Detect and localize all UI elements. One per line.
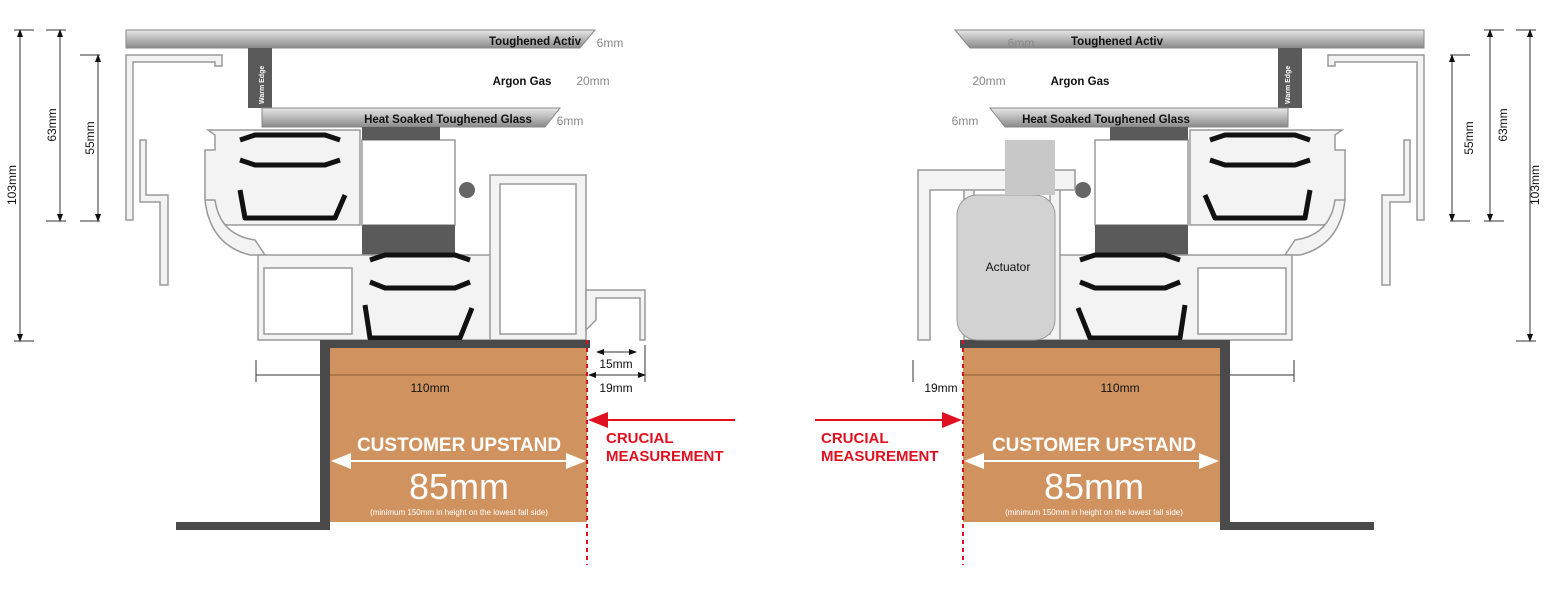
upstand-note: (minimum 150mm in height on the lowest f… (1005, 508, 1183, 517)
inner-glass-label: Heat Soaked Toughened Glass (1022, 114, 1190, 126)
upstand-note: (minimum 150mm in height on the lowest f… (370, 508, 548, 517)
upstand-label: CUSTOMER UPSTAND (357, 435, 561, 456)
dim-19: 19mm (599, 381, 632, 395)
dim-width: 110mm (410, 381, 449, 395)
dim-63: 63mm (45, 108, 59, 141)
dim-55: 55mm (1462, 121, 1476, 154)
spacer-label: Warm Edge (259, 66, 266, 104)
dim-15: 15mm (599, 357, 632, 371)
dim-55: 55mm (83, 121, 97, 154)
outer-glass-thickness: 6mm (1008, 36, 1035, 50)
dim-19: 19mm (924, 381, 957, 395)
inner-glass-label: Heat Soaked Toughened Glass (364, 114, 532, 126)
upstand-value: 85mm (409, 466, 509, 507)
inner-glass-thickness: 6mm (557, 114, 584, 128)
dim-total: 103mm (1528, 165, 1542, 205)
spacer-label: Warm Edge (1285, 66, 1292, 104)
gas-thickness: 20mm (576, 74, 609, 88)
outer-glass-label: Toughened Activ (1071, 36, 1164, 48)
upstand-label: CUSTOMER UPSTAND (992, 435, 1196, 456)
left-labels: Toughened Activ 6mm Argon Gas 20mm Heat … (5, 36, 724, 517)
gas-label: Argon Gas (493, 76, 552, 88)
upstand-value: 85mm (1044, 466, 1144, 507)
crucial-label: CRUCIAL (821, 430, 889, 447)
right-section (815, 30, 1536, 565)
gas-thickness: 20mm (972, 74, 1005, 88)
gas-label: Argon Gas (1051, 76, 1110, 88)
measurement-label: MEASUREMENT (606, 448, 724, 465)
actuator-label: Actuator (986, 260, 1031, 274)
outer-glass-thickness: 6mm (597, 36, 624, 50)
dim-63: 63mm (1496, 108, 1510, 141)
right-labels: Toughened Activ 6mm Argon Gas 20mm Heat … (821, 36, 1542, 517)
dim-total: 103mm (5, 165, 19, 205)
left-section (14, 30, 735, 565)
measurement-label: MEASUREMENT (821, 448, 939, 465)
inner-glass-thickness: 6mm (952, 114, 979, 128)
crucial-label: CRUCIAL (606, 430, 674, 447)
dim-width: 110mm (1100, 381, 1139, 395)
outer-glass-label: Toughened Activ (489, 36, 582, 48)
